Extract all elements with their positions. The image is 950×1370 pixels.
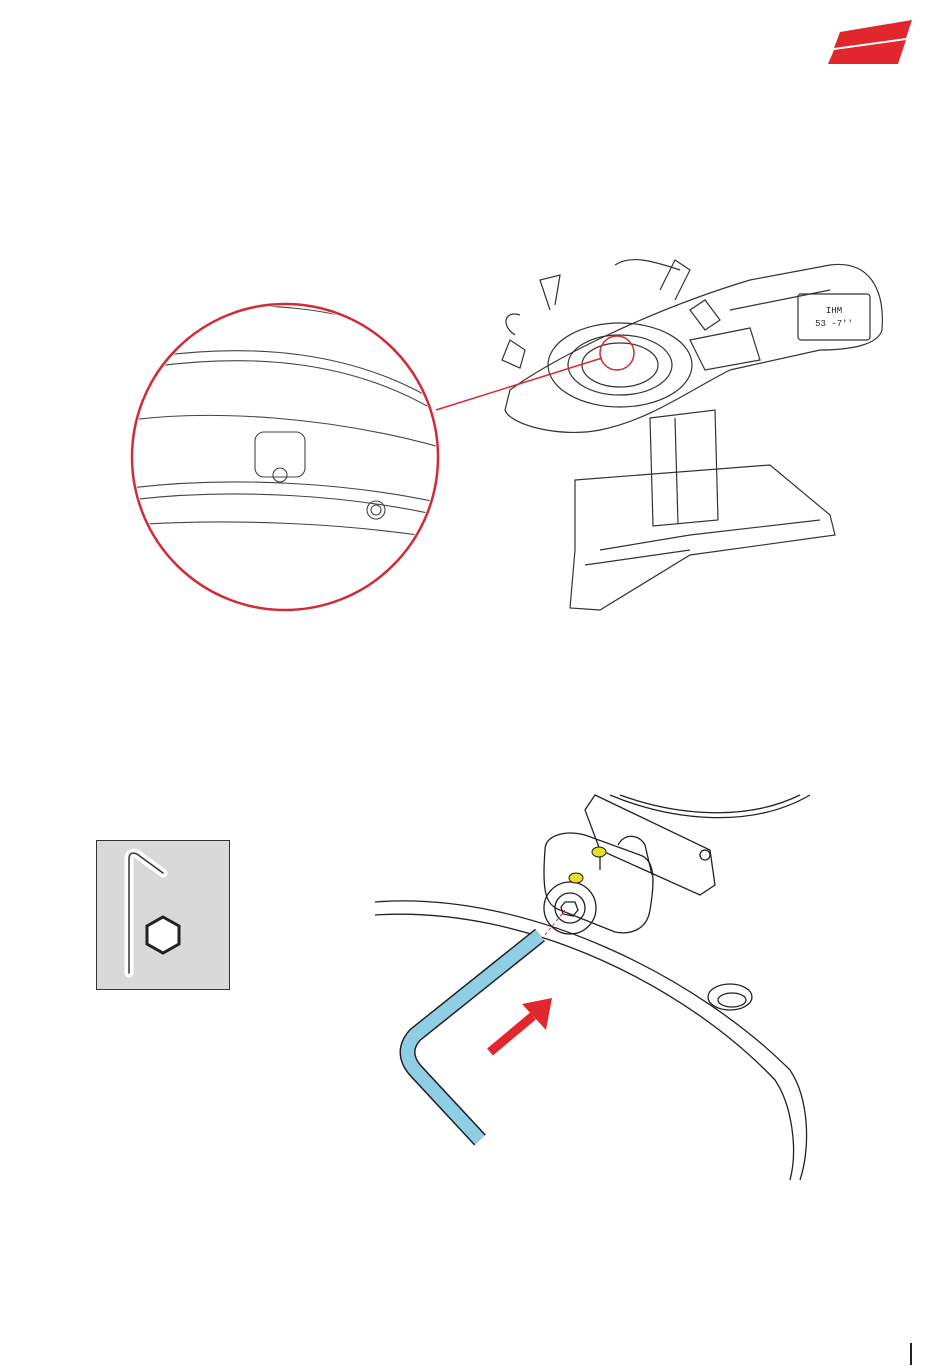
tool-requirement-box bbox=[96, 840, 230, 990]
insertion-direction-arrow-icon bbox=[490, 998, 552, 1052]
hex-shape-icon bbox=[147, 917, 179, 953]
machine-overview-figure: IHM 53 -7'' bbox=[130, 250, 900, 620]
hex-key-icon bbox=[97, 841, 231, 991]
clamp-arm-left bbox=[540, 275, 560, 310]
callout-line bbox=[436, 358, 602, 410]
magnified-detail-circle bbox=[132, 304, 438, 610]
machine-column bbox=[650, 410, 718, 526]
indicator-dot-1 bbox=[592, 847, 606, 857]
machine-display bbox=[798, 294, 870, 340]
display-line-2: 53 -7'' bbox=[815, 319, 853, 329]
hex-key-wrench bbox=[408, 935, 541, 1140]
display-line-1: IHM bbox=[826, 306, 842, 316]
indicator-dot-2 bbox=[569, 873, 583, 883]
clamp-arm-right bbox=[660, 260, 690, 300]
target-circle bbox=[600, 336, 634, 370]
machine-base bbox=[570, 465, 835, 610]
plate-edge-outer bbox=[375, 901, 807, 1180]
bracket bbox=[585, 795, 715, 895]
brand-logo-icon bbox=[826, 18, 912, 68]
hex-key-insertion-figure bbox=[370, 790, 840, 1190]
page-edge-marker bbox=[910, 1343, 912, 1365]
